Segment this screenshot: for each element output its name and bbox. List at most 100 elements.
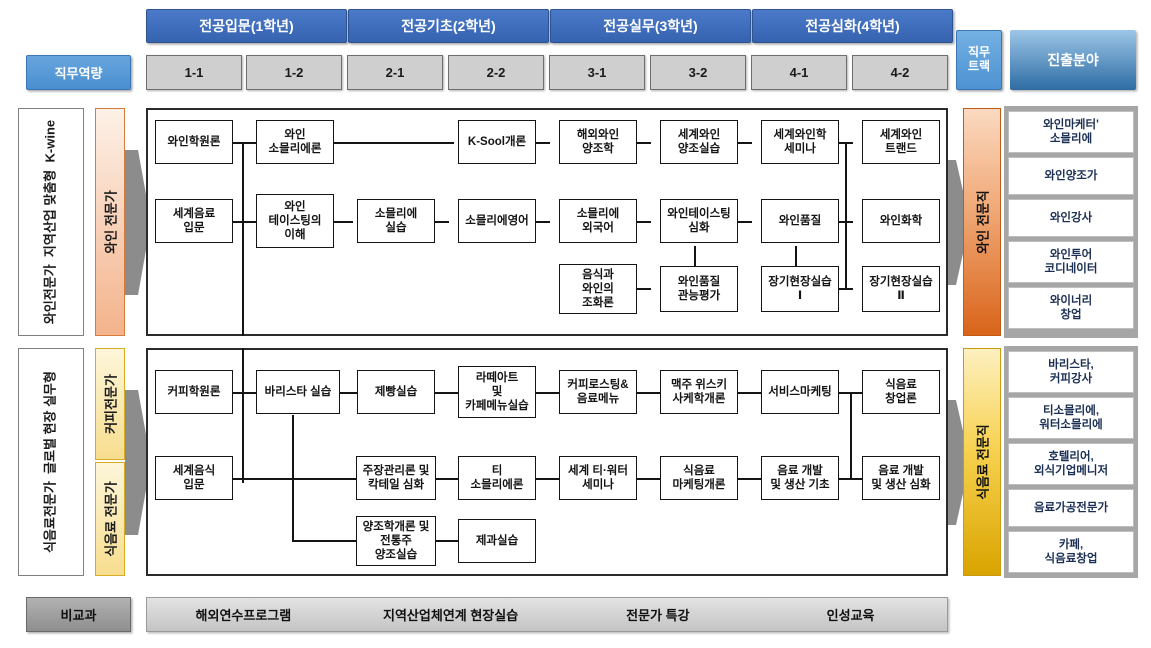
semester-chip-2-2[interactable]: 2-2 bbox=[448, 55, 544, 90]
course-box[interactable]: 제과실습 bbox=[458, 519, 536, 563]
fb-specialty-chip-food[interactable]: 식음료 전문가 bbox=[95, 462, 125, 576]
extracurricular-chip[interactable]: 비교과 bbox=[26, 597, 131, 632]
semester-chip-4-1-label: 4-1 bbox=[789, 65, 809, 80]
wine-connector bbox=[430, 221, 449, 223]
semester-chip-2-1[interactable]: 2-1 bbox=[347, 55, 443, 90]
course-label: 바리스타 실습 bbox=[264, 385, 332, 398]
wine-job-track-arrow-icon bbox=[948, 160, 970, 285]
fb-specialty-food-label: 식음료 전문가 bbox=[103, 481, 119, 557]
fb-specialty-chip-coffee[interactable]: 커피전문가 bbox=[95, 348, 125, 460]
semester-chip-4-2[interactable]: 4-2 bbox=[852, 55, 948, 90]
stage-bar-2[interactable]: 전공기초(2학년) bbox=[348, 9, 549, 43]
course-box[interactable]: 와인화학 bbox=[862, 199, 940, 243]
semester-chip-1-1[interactable]: 1-1 bbox=[146, 55, 242, 90]
semester-chip-4-2-label: 4-2 bbox=[890, 65, 910, 80]
course-box[interactable]: K-Sool개론 bbox=[458, 120, 536, 164]
career-box[interactable]: 호텔리어, 외식기업메니저 bbox=[1008, 443, 1134, 485]
course-box[interactable]: 커피로스팅&음료메뉴 bbox=[559, 370, 637, 414]
extracurricular-item[interactable]: 지역산업체연계 현장실습 bbox=[383, 608, 519, 623]
semester-chip-3-1-label: 3-1 bbox=[587, 65, 607, 80]
course-label: 커피학원론 bbox=[167, 385, 221, 398]
course-box[interactable]: 제빵실습 bbox=[357, 370, 435, 414]
semester-chip-3-2-label: 3-2 bbox=[688, 65, 708, 80]
capability-chip[interactable]: 직무역량 bbox=[26, 55, 131, 90]
wine-connector bbox=[845, 142, 847, 289]
course-box[interactable]: 바리스타 실습 bbox=[256, 370, 340, 414]
stage-bar-4[interactable]: 전공심화(4학년) bbox=[752, 9, 953, 43]
wine-outer-c: K-wine bbox=[42, 119, 58, 163]
wine-outer-b: 지역산업 맞춤형 bbox=[42, 169, 58, 258]
career-box[interactable]: 티소믈리에, 워터소믈리에 bbox=[1008, 397, 1134, 439]
extracurricular-item[interactable]: 인성교육 bbox=[826, 608, 875, 623]
career-box[interactable]: 와인양조가 bbox=[1008, 157, 1134, 195]
semester-chip-4-1[interactable]: 4-1 bbox=[751, 55, 847, 90]
career-box[interactable]: 와인투어 코디네이터 bbox=[1008, 241, 1134, 283]
career-box[interactable]: 와인마케터' 소믈리에 bbox=[1008, 111, 1134, 153]
career-label: 호텔리어, 외식기업메니저 bbox=[1033, 450, 1109, 477]
extracurricular-item[interactable]: 해외연수프로그램 bbox=[195, 608, 292, 623]
course-box[interactable]: 커피학원론 bbox=[155, 370, 233, 414]
career-box[interactable]: 음료가공전문가 bbox=[1008, 489, 1134, 527]
course-box[interactable]: 와인품질 bbox=[761, 199, 839, 243]
course-label: 와인품질 bbox=[778, 214, 822, 227]
semester-chip-3-1[interactable]: 3-1 bbox=[549, 55, 645, 90]
extracurricular-item[interactable]: 전문가 특강 bbox=[626, 608, 690, 623]
semester-chip-3-2[interactable]: 3-2 bbox=[650, 55, 746, 90]
course-box[interactable]: 소믈리에영어 bbox=[458, 199, 536, 243]
course-box[interactable]: 와인학원론 bbox=[155, 120, 233, 164]
semester-chip-1-2[interactable]: 1-2 bbox=[246, 55, 342, 90]
stage-bar-3[interactable]: 전공실무(3학년) bbox=[550, 9, 751, 43]
fb-connector bbox=[738, 478, 761, 480]
career-box[interactable]: 카페, 식음료창업 bbox=[1008, 531, 1134, 573]
career-box[interactable]: 와이너리 창업 bbox=[1008, 287, 1134, 329]
stage-bar-1[interactable]: 전공입문(1학년) bbox=[146, 9, 347, 43]
job-track-chip[interactable]: 직무 트랙 bbox=[956, 30, 1002, 90]
job-track-chip-line1: 직무 bbox=[967, 45, 991, 60]
fb-connector bbox=[536, 478, 559, 480]
fb-job-track-chip[interactable]: 식음료 전문직 bbox=[963, 348, 1001, 576]
career-box[interactable]: 바리스타, 커피강사 bbox=[1008, 351, 1134, 393]
career-field-header[interactable]: 진출분야 bbox=[1010, 30, 1136, 90]
fb-connector bbox=[435, 540, 458, 542]
course-box[interactable]: 서비스마케팅 bbox=[761, 370, 839, 414]
wine-connector bbox=[228, 221, 244, 223]
wine-connector bbox=[242, 142, 258, 144]
wine-outer-a: 와인전문가 bbox=[42, 264, 58, 325]
wine-job-track-chip[interactable]: 와인 전문직 bbox=[963, 108, 1001, 336]
wine-specialty-chip[interactable]: 와인 전문가 bbox=[95, 108, 125, 336]
career-box[interactable]: 와인강사 bbox=[1008, 199, 1134, 237]
wine-connector bbox=[834, 142, 853, 144]
course-label: 소믈리에영어 bbox=[465, 214, 529, 227]
